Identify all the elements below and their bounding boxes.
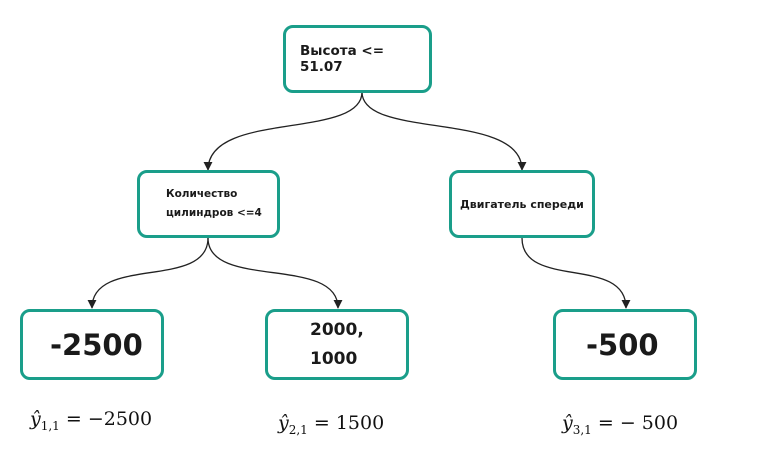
root-node: Высота <= 51.07 bbox=[283, 25, 432, 93]
edge-root-right bbox=[361, 91, 527, 171]
edge-right-leaf3 bbox=[521, 237, 631, 309]
leaf-node-3: -500 bbox=[553, 309, 697, 380]
equation-2: ŷ2,1 = 1500 bbox=[278, 412, 385, 437]
root-label: Высота <= 51.07 bbox=[300, 43, 385, 75]
left-node: Количество цилиндров <=4 bbox=[137, 170, 280, 238]
left-label: Количество цилиндров <=4 bbox=[166, 188, 262, 219]
equation-3: ŷ3,1 = − 500 bbox=[562, 412, 679, 437]
leaf2-values: 2000, 1000 bbox=[310, 319, 364, 369]
leaf-node-2: 2000, 1000 bbox=[265, 309, 409, 380]
right-node: Двигатель спереди bbox=[449, 170, 595, 238]
equation-1: ŷ1,1 = −2500 bbox=[30, 408, 153, 433]
leaf1-value: -2500 bbox=[50, 327, 143, 362]
edge-left-leaf1 bbox=[87, 237, 209, 309]
edge-root-left bbox=[203, 91, 363, 171]
right-label: Двигатель спереди bbox=[460, 197, 584, 211]
leaf3-value: -500 bbox=[586, 327, 659, 362]
leaf-node-1: -2500 bbox=[20, 309, 164, 380]
edge-left-leaf2 bbox=[207, 237, 343, 309]
